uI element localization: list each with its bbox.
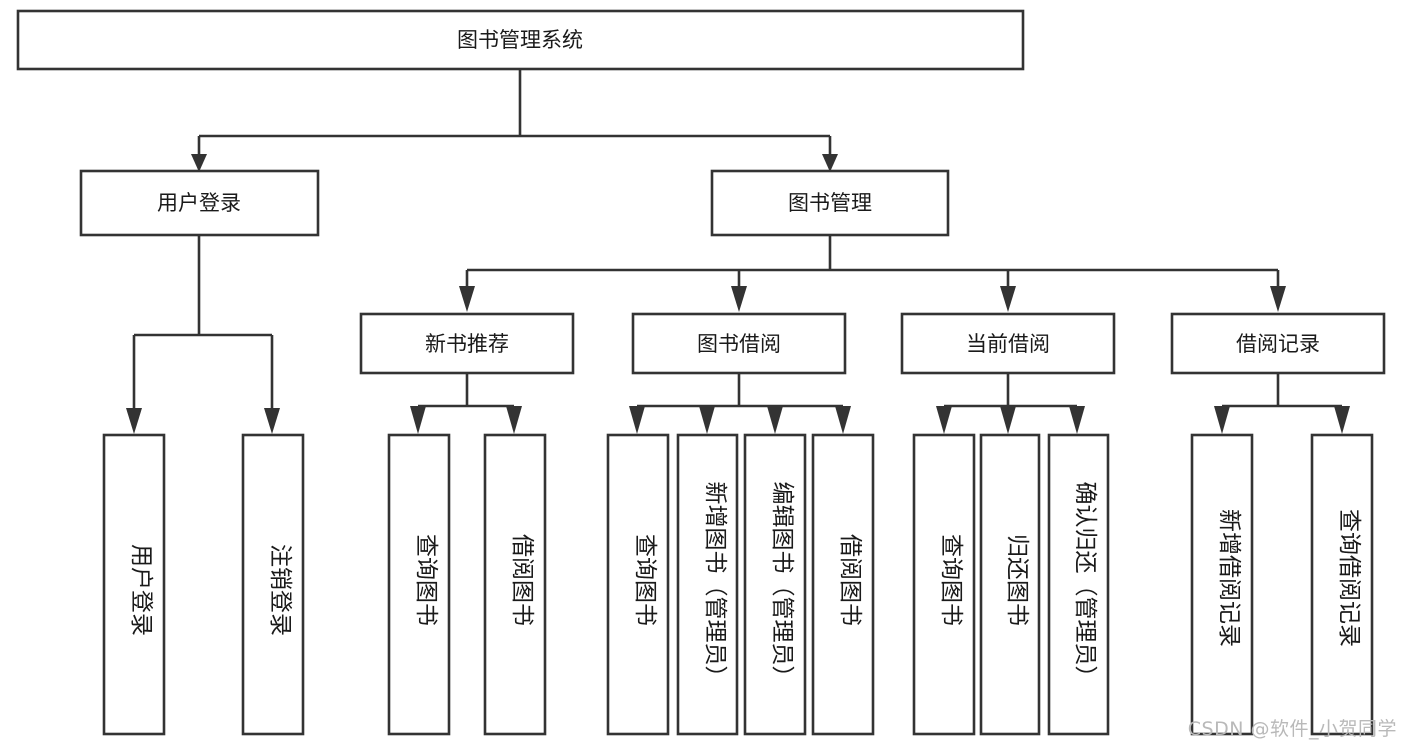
node-leaf-borrow-book-2-label: 借阅图书 [837, 534, 863, 626]
arrowhead-borrow-book-2 [835, 406, 851, 434]
arrowhead-book-borrow [731, 286, 747, 312]
node-leaf-borrow-book-1-box[interactable] [483, 433, 547, 736]
node-user-login-label: 用户登录 [157, 191, 241, 215]
node-book-borrow-label: 图书借阅 [697, 332, 781, 356]
node-user-login[interactable]: 用户登录 [79, 169, 320, 237]
node-leaf-return-book[interactable]: 归还图书 [979, 433, 1041, 736]
node-leaf-borrow-book-1[interactable]: 借阅图书 [483, 433, 547, 736]
arrowhead-leaf-user-login [126, 408, 142, 434]
node-leaf-borrow-book-2-box[interactable] [811, 433, 875, 736]
node-leaf-query-book-1-label: 查询图书 [413, 534, 439, 626]
arrowhead-edit-book [767, 406, 783, 434]
node-leaf-query-book-3[interactable]: 查询图书 [912, 433, 976, 736]
node-book-manage-label: 图书管理 [788, 191, 872, 215]
node-leaf-add-book[interactable]: 新增图书（管理员） [676, 433, 739, 736]
node-new-book-rec[interactable]: 新书推荐 [359, 312, 575, 375]
node-root-box[interactable] [16, 9, 1025, 71]
arrowhead-book-manage [822, 154, 838, 172]
node-leaf-confirm-return-label: 确认归还（管理员） [1072, 482, 1098, 689]
node-borrow-record-label: 借阅记录 [1236, 332, 1320, 356]
node-leaf-edit-book-label: 编辑图书（管理员） [769, 482, 795, 689]
node-leaf-confirm-return-box[interactable] [1047, 433, 1110, 736]
node-leaf-add-record-box[interactable] [1190, 433, 1254, 736]
node-leaf-query-record[interactable]: 查询借阅记录 [1310, 433, 1374, 736]
node-new-book-rec-label: 新书推荐 [425, 332, 509, 356]
node-leaf-confirm-return[interactable]: 确认归还（管理员） [1047, 433, 1110, 736]
node-leaf-edit-book-box[interactable] [743, 433, 807, 736]
node-leaf-user-login-box[interactable] [102, 433, 166, 736]
connector-layer [126, 69, 1350, 434]
node-current-borrow-label: 当前借阅 [966, 332, 1050, 356]
node-leaf-borrow-book-1-label: 借阅图书 [509, 534, 535, 626]
arrowhead-current-borrow [1000, 286, 1016, 312]
node-leaf-query-book-2[interactable]: 查询图书 [606, 433, 670, 736]
arrowhead-confirm-return [1069, 406, 1085, 434]
node-leaf-logout[interactable]: 注销登录 [241, 433, 305, 736]
node-leaf-query-book-3-box[interactable] [912, 433, 976, 736]
arrowhead-query-book-1 [410, 406, 426, 434]
arrowhead-borrow-book-1 [506, 406, 522, 434]
node-leaf-user-login-label: 用户登录 [128, 544, 154, 636]
node-book-manage-box[interactable] [710, 169, 950, 237]
node-leaf-user-login[interactable]: 用户登录 [102, 433, 166, 736]
node-leaf-query-book-1[interactable]: 查询图书 [387, 433, 451, 736]
node-leaf-add-record[interactable]: 新增借阅记录 [1190, 433, 1254, 736]
node-leaf-query-record-label: 查询借阅记录 [1336, 509, 1362, 647]
node-leaf-add-record-label: 新增借阅记录 [1216, 509, 1242, 647]
arrowhead-user-login [191, 154, 207, 172]
node-leaf-return-book-label: 归还图书 [1004, 534, 1030, 626]
node-leaf-borrow-book-2[interactable]: 借阅图书 [811, 433, 875, 736]
node-leaf-query-book-3-label: 查询图书 [938, 534, 964, 626]
arrowhead-new-book-rec [459, 286, 475, 312]
node-leaf-add-book-box[interactable] [676, 433, 739, 736]
arrowhead-add-record [1214, 406, 1230, 434]
node-leaf-logout-label: 注销登录 [267, 544, 293, 636]
node-book-borrow-box[interactable] [631, 312, 847, 375]
node-user-login-box[interactable] [79, 169, 320, 237]
node-book-borrow[interactable]: 图书借阅 [631, 312, 847, 375]
node-borrow-record-box[interactable] [1170, 312, 1386, 375]
node-leaf-edit-book[interactable]: 编辑图书（管理员） [743, 433, 807, 736]
node-book-manage[interactable]: 图书管理 [710, 169, 950, 237]
node-root[interactable]: 图书管理系统 [16, 9, 1025, 71]
arrowhead-add-book [699, 406, 715, 434]
arrowhead-query-book-2 [629, 406, 645, 434]
node-leaf-logout-box[interactable] [241, 433, 305, 736]
arrowhead-leaf-logout [264, 408, 280, 434]
node-leaf-query-book-2-label: 查询图书 [632, 534, 658, 626]
node-new-book-rec-box[interactable] [359, 312, 575, 375]
arrowhead-return-book [1000, 406, 1016, 434]
node-leaf-add-book-label: 新增图书（管理员） [702, 482, 728, 689]
node-root-label: 图书管理系统 [457, 28, 583, 52]
node-leaf-query-book-2-box[interactable] [606, 433, 670, 736]
node-leaf-return-book-box[interactable] [979, 433, 1041, 736]
node-current-borrow-box[interactable] [900, 312, 1116, 375]
node-leaf-query-record-box[interactable] [1310, 433, 1374, 736]
arrowhead-query-record [1334, 406, 1350, 434]
arrowhead-borrow-record [1270, 286, 1286, 312]
node-leaf-query-book-1-box[interactable] [387, 433, 451, 736]
node-borrow-record[interactable]: 借阅记录 [1170, 312, 1386, 375]
arrowhead-query-book-3 [936, 406, 952, 434]
node-current-borrow[interactable]: 当前借阅 [900, 312, 1116, 375]
